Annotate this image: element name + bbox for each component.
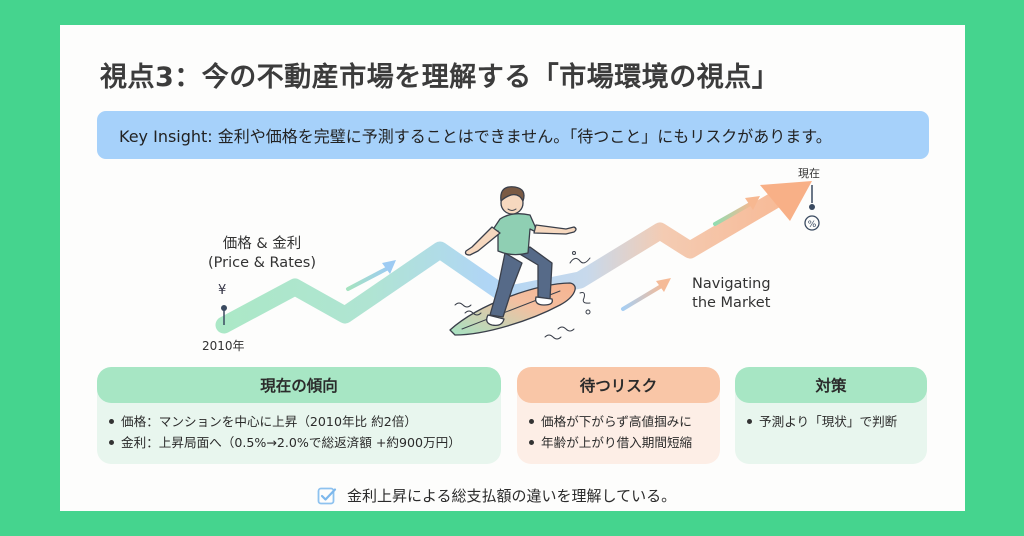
checklist-item[interactable]: 金利上昇による総支払額の違いを理解している。 [317, 485, 676, 506]
slide-card: 視点3：今の不動産市場を理解する「市場環境の視点」 Key Insight: 金… [60, 25, 965, 511]
list-item: 金利：上昇局面へ（0.5%→2.0%で総返済額 +約900万円） [109, 432, 501, 453]
direction-arrow-3 [713, 196, 760, 226]
start-marker [221, 305, 227, 325]
percent-icon [804, 215, 820, 231]
page-title: 視点3：今の不動産市場を理解する「市場環境の視点」 [100, 62, 780, 93]
price-rates-label: 価格 & 金利 (Price & Rates) [208, 236, 317, 271]
list-item: 価格が下がらず高値掴みに [529, 411, 720, 432]
list-item: 予測より「現状」で判断 [747, 411, 927, 432]
countermeasure-title: 対策 [735, 367, 927, 403]
navigating-market-label: Navigating the Market [692, 276, 771, 311]
trend-arrowhead [760, 181, 812, 221]
market-trend-illustration: % [215, 181, 820, 340]
now-label: 現在 [798, 167, 820, 180]
key-insight-banner: Key Insight: 金利や価格を完璧に予測することはできません。「待つこと… [97, 111, 929, 159]
yen-icon: ¥ [218, 283, 227, 298]
current-trend-box: 現在の傾向 価格：マンションを中心に上昇（2010年比 約2倍） 金利：上昇局面… [97, 367, 501, 464]
current-trend-title: 現在の傾向 [97, 367, 501, 403]
waiting-risk-box: 待つリスク 価格が下がらず高値掴みに 年齢が上がり借入期間短縮 [517, 367, 720, 464]
end-marker: % [804, 185, 820, 231]
key-insight-text: Key Insight: 金利や価格を完璧に予測することはできません。「待つこと… [119, 127, 832, 146]
list-item: 価格：マンションを中心に上昇（2010年比 約2倍） [109, 411, 501, 432]
current-trend-list: 価格：マンションを中心に上昇（2010年比 約2倍） 金利：上昇局面へ（0.5%… [97, 403, 501, 453]
list-item: 年齢が上がり借入期間短縮 [529, 432, 720, 453]
surfer-illustration [449, 186, 591, 340]
checklist-text: 金利上昇による総支払額の違いを理解している。 [347, 487, 677, 505]
waiting-risk-title: 待つリスク [517, 367, 720, 403]
countermeasure-list: 予測より「現状」で判断 [735, 403, 927, 432]
direction-arrow-1 [346, 260, 396, 291]
checkbox-checked-icon[interactable] [317, 486, 337, 506]
countermeasure-box: 対策 予測より「現状」で判断 [735, 367, 927, 464]
svg-text:%: % [808, 220, 817, 230]
direction-arrow-2 [621, 278, 671, 311]
start-year-label: 2010年 [202, 339, 245, 353]
waiting-risk-list: 価格が下がらず高値掴みに 年齢が上がり借入期間短縮 [517, 403, 720, 453]
